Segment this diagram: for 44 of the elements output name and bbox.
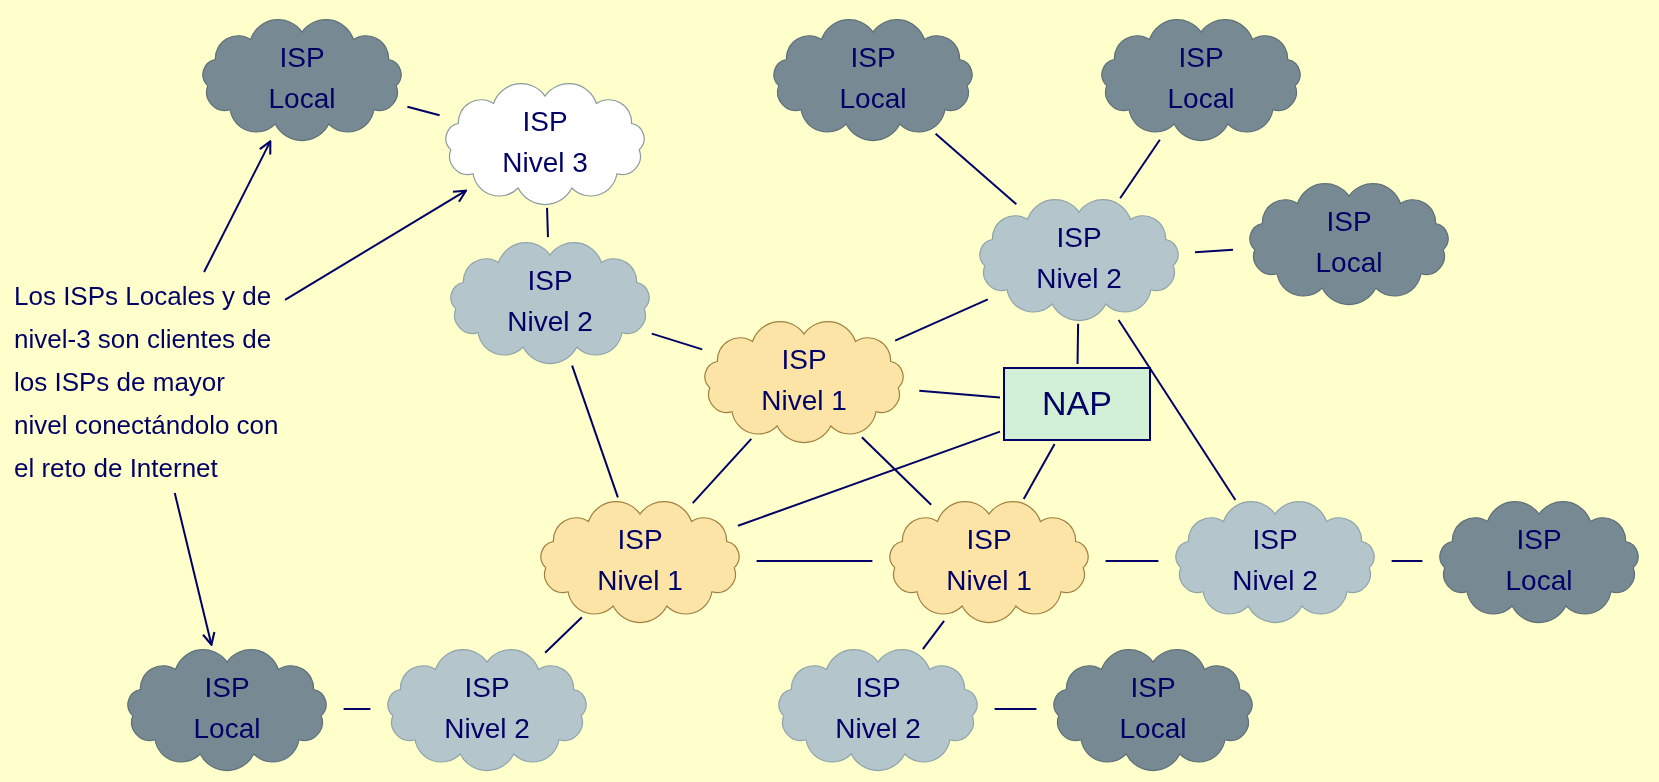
connector-line	[691, 437, 753, 505]
connector-line	[1104, 560, 1160, 562]
connector-line	[934, 132, 1018, 206]
connector-line	[342, 708, 372, 710]
node-label: ISP Local	[267, 41, 337, 116]
connector-line	[1119, 138, 1161, 200]
node-label: ISP Local	[1504, 523, 1574, 598]
node-label: NAP	[1042, 383, 1112, 425]
node-label: ISP Nivel 2	[1231, 523, 1319, 598]
node-label: ISP Nivel 2	[834, 671, 922, 746]
connector-line	[736, 430, 1001, 527]
node-label: ISP Nivel 1	[596, 523, 684, 598]
arrow	[284, 189, 467, 301]
connector-line	[1117, 319, 1237, 501]
node-label: ISP Nivel 1	[760, 343, 848, 418]
arrow	[203, 140, 272, 273]
connector-line	[894, 298, 989, 342]
node-label: ISP Local	[1118, 671, 1188, 746]
connector-line	[993, 708, 1038, 710]
connector-line	[860, 436, 933, 506]
node-label: ISP Local	[192, 671, 262, 746]
connector-line	[406, 105, 441, 117]
node-label: ISP Local	[838, 41, 908, 116]
connector-line	[1022, 443, 1056, 501]
note-text: Los ISPs Locales y de nivel-3 son clientes de los ISPs de mayor nivel conectándolo con el reto de Internet	[14, 280, 280, 485]
node-label: ISP Nivel 2	[1035, 221, 1123, 296]
node-label: ISP Local	[1166, 41, 1236, 116]
connector-line	[921, 619, 946, 651]
connector-line	[1193, 248, 1235, 254]
connector-line	[918, 389, 1001, 399]
connector-line	[650, 332, 704, 351]
connector-line	[1390, 560, 1424, 562]
nap-box	[1003, 367, 1151, 441]
connector-line	[546, 206, 549, 239]
node-label: ISP Nivel 2	[506, 264, 594, 339]
arrow	[173, 492, 216, 646]
node-label: ISP Local	[1314, 205, 1384, 280]
connector-line	[1076, 322, 1080, 365]
node-label: ISP Nivel 1	[945, 523, 1033, 598]
node-label: ISP Nivel 2	[443, 671, 531, 746]
connector-line	[544, 616, 583, 654]
connector-line	[571, 364, 619, 499]
connector-line	[755, 560, 874, 562]
node-label: ISP Nivel 3	[501, 105, 589, 180]
